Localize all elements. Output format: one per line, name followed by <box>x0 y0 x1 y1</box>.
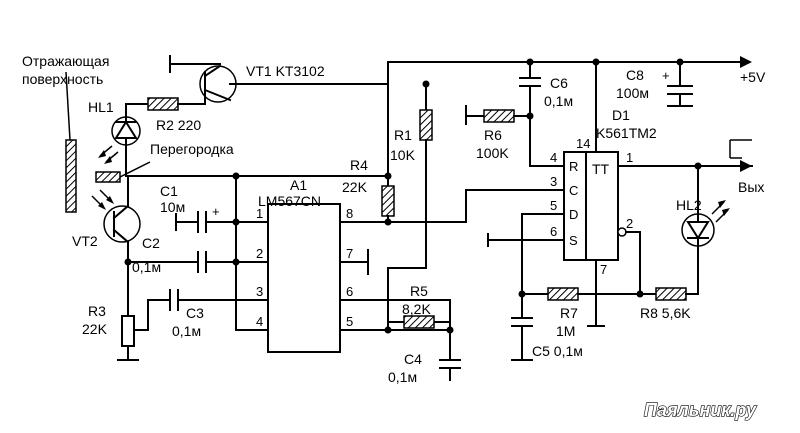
label-c4-value: 0,1м <box>388 369 417 385</box>
a1-pin-1: 1 <box>256 206 263 221</box>
hl1-led-symbol <box>98 103 141 164</box>
label-c4-name: C4 <box>404 351 422 367</box>
a1-pin-8: 8 <box>346 206 353 221</box>
label-c5: C5 0,1м <box>532 343 583 359</box>
label-hl1: HL1 <box>88 99 114 115</box>
vt2-phototransistor <box>91 175 141 263</box>
r4-resistor <box>381 61 395 226</box>
label-c6-name: C6 <box>550 75 568 91</box>
a1-pin-2: 2 <box>256 246 263 261</box>
label-r2: R2 220 <box>156 117 201 133</box>
hl2-led-symbol <box>681 162 730 295</box>
label-vt1: VT1 KT3102 <box>246 63 325 79</box>
a1-pin-7: 7 <box>346 246 353 261</box>
d1-pin-5: 5 <box>550 198 557 213</box>
r1-resistor <box>384 80 433 334</box>
c3-capacitor <box>147 289 269 331</box>
d1-pin-14: 14 <box>576 136 590 151</box>
watermark-logo: Паяльник.ру <box>644 400 757 420</box>
label-r8: R8 5,6K <box>640 305 691 321</box>
c5-capacitor <box>511 293 533 361</box>
label-a1-name: A1 <box>290 177 307 193</box>
label-vt2: VT2 <box>72 233 98 249</box>
r2-resistor <box>125 97 206 111</box>
c8-capacitor <box>667 61 693 107</box>
label-c8-name: C8 <box>626 67 644 83</box>
d1-input-r: R <box>569 159 578 174</box>
label-partition: Перегородка <box>150 141 234 157</box>
label-c8-value: 100м <box>616 85 649 101</box>
d1-input-s: S <box>569 233 578 248</box>
label-r6-value: 100K <box>476 145 509 161</box>
label-tt: TT <box>592 161 610 177</box>
d1-pin-3: 3 <box>550 174 557 189</box>
reflecting-surface <box>65 71 77 213</box>
label-r5-name: R5 <box>410 283 428 299</box>
d1-trigger-chip <box>449 61 753 327</box>
c6-capacitor <box>519 61 541 167</box>
label-r4-value: 22K <box>342 179 368 195</box>
d1-pin-2: 2 <box>626 216 633 231</box>
label-vyh: Вых <box>738 179 764 195</box>
a1-pin-5: 5 <box>346 314 353 329</box>
a1-pin-3: 3 <box>256 284 263 299</box>
d1-input-d: D <box>569 207 578 222</box>
label-hl2: HL2 <box>676 197 702 213</box>
a1-pin-4: 4 <box>256 314 263 329</box>
label-c2-name: C2 <box>142 235 160 251</box>
d1-input-c: C <box>569 183 578 198</box>
d1-pin-6: 6 <box>550 224 557 239</box>
label-r1-value: 10K <box>390 147 416 163</box>
label-r3-name: R3 <box>88 303 106 319</box>
label-r7-name: R7 <box>560 305 578 321</box>
partition <box>95 161 151 183</box>
label-c1-plus: + <box>212 204 220 219</box>
label-r6-name: R6 <box>484 127 502 143</box>
label-c1-value: 10м <box>160 199 185 215</box>
d1-pin-7: 7 <box>600 262 607 277</box>
d1-pin-1: 1 <box>626 150 633 165</box>
label-reflect2: поверхность <box>22 71 103 87</box>
label-c2-value: 0,1м <box>132 259 161 275</box>
label-c6-value: 0,1м <box>544 93 573 109</box>
d1-pin-4: 4 <box>550 150 557 165</box>
label-c8-plus: + <box>662 68 670 83</box>
label-plus5v: +5V <box>740 69 766 85</box>
label-r1-name: R1 <box>394 127 412 143</box>
vt1-transistor <box>169 55 389 105</box>
c4-capacitor <box>439 326 461 381</box>
label-c3-name: C3 <box>186 305 204 321</box>
label-c1-name: C1 <box>160 183 178 199</box>
r6-resistor <box>465 105 534 125</box>
r8-resistor <box>639 287 699 301</box>
label-reflect1: Отражающая <box>22 53 109 69</box>
label-d1-part: K561TM2 <box>596 125 657 141</box>
r3-potentiometer <box>117 258 149 361</box>
label-r3-value: 22K <box>82 321 108 337</box>
label-r7-value: 1M <box>556 323 575 339</box>
a1-pin-6: 6 <box>346 284 353 299</box>
r5-resistor <box>387 299 451 331</box>
label-d1-name: D1 <box>612 107 630 123</box>
label-c3-value: 0,1м <box>172 323 201 339</box>
label-a1-part: LM567CN <box>258 193 321 209</box>
label-r4-name: R4 <box>350 157 368 173</box>
label-r5-value: 8,2K <box>402 301 431 317</box>
c1-capacitor <box>175 211 269 233</box>
a1-chip <box>267 203 451 353</box>
